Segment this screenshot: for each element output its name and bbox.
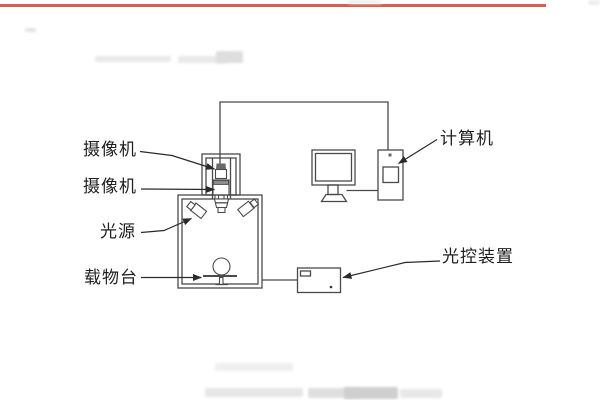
monitor-screen xyxy=(314,152,353,182)
bottom-cropped-text-smudge xyxy=(308,388,360,398)
arrow-light-controller xyxy=(342,260,441,279)
tower-drive-bay xyxy=(382,166,400,184)
light-controller-led xyxy=(329,285,333,289)
light-source-right xyxy=(237,198,260,218)
top-red-line xyxy=(0,4,546,7)
label-stage: 载物台 xyxy=(84,268,138,288)
label-light-controller: 光控装置 xyxy=(442,247,514,267)
bottom-cropped-text-smudge xyxy=(205,388,303,397)
monitor-neck xyxy=(327,184,339,196)
camera-upper-body xyxy=(214,168,228,180)
monitor-frame xyxy=(311,149,356,186)
specimen-ball xyxy=(212,257,231,276)
arrow-camera-bottom xyxy=(140,185,215,193)
bottom-cropped-text-smudge xyxy=(400,389,442,398)
arrow-computer xyxy=(398,138,438,165)
label-camera-top: 摄像机 xyxy=(83,140,137,160)
tower-power-button xyxy=(388,153,392,157)
label-camera-bottom: 摄像机 xyxy=(83,177,137,197)
label-computer: 计算机 xyxy=(440,129,494,149)
watermark-smudge xyxy=(588,0,600,5)
light-controller-box xyxy=(296,267,342,294)
cable-camera-to-computer xyxy=(219,101,389,167)
arrow-camera-top xyxy=(139,150,215,170)
camera-upper-head xyxy=(216,163,226,170)
light-source-left xyxy=(186,200,208,220)
light-controller-display xyxy=(299,270,312,277)
watermark-smudge xyxy=(178,56,226,63)
camera-lens-tip xyxy=(217,206,226,214)
stage-stem xyxy=(218,276,224,286)
watermark-smudge xyxy=(348,0,382,4)
bottom-cropped-text-smudge xyxy=(344,387,398,399)
watermark-smudge xyxy=(215,363,293,371)
watermark-smudge xyxy=(216,51,243,63)
monitor-base xyxy=(320,193,348,203)
watermark-smudge xyxy=(95,56,171,62)
arrow-light-source xyxy=(140,217,192,234)
watermark-smudge xyxy=(25,28,36,32)
computer-tower xyxy=(377,149,404,201)
chamber-outer xyxy=(177,194,263,289)
label-light-source: 光源 xyxy=(100,222,136,242)
camera-lower-top-band xyxy=(213,180,229,185)
